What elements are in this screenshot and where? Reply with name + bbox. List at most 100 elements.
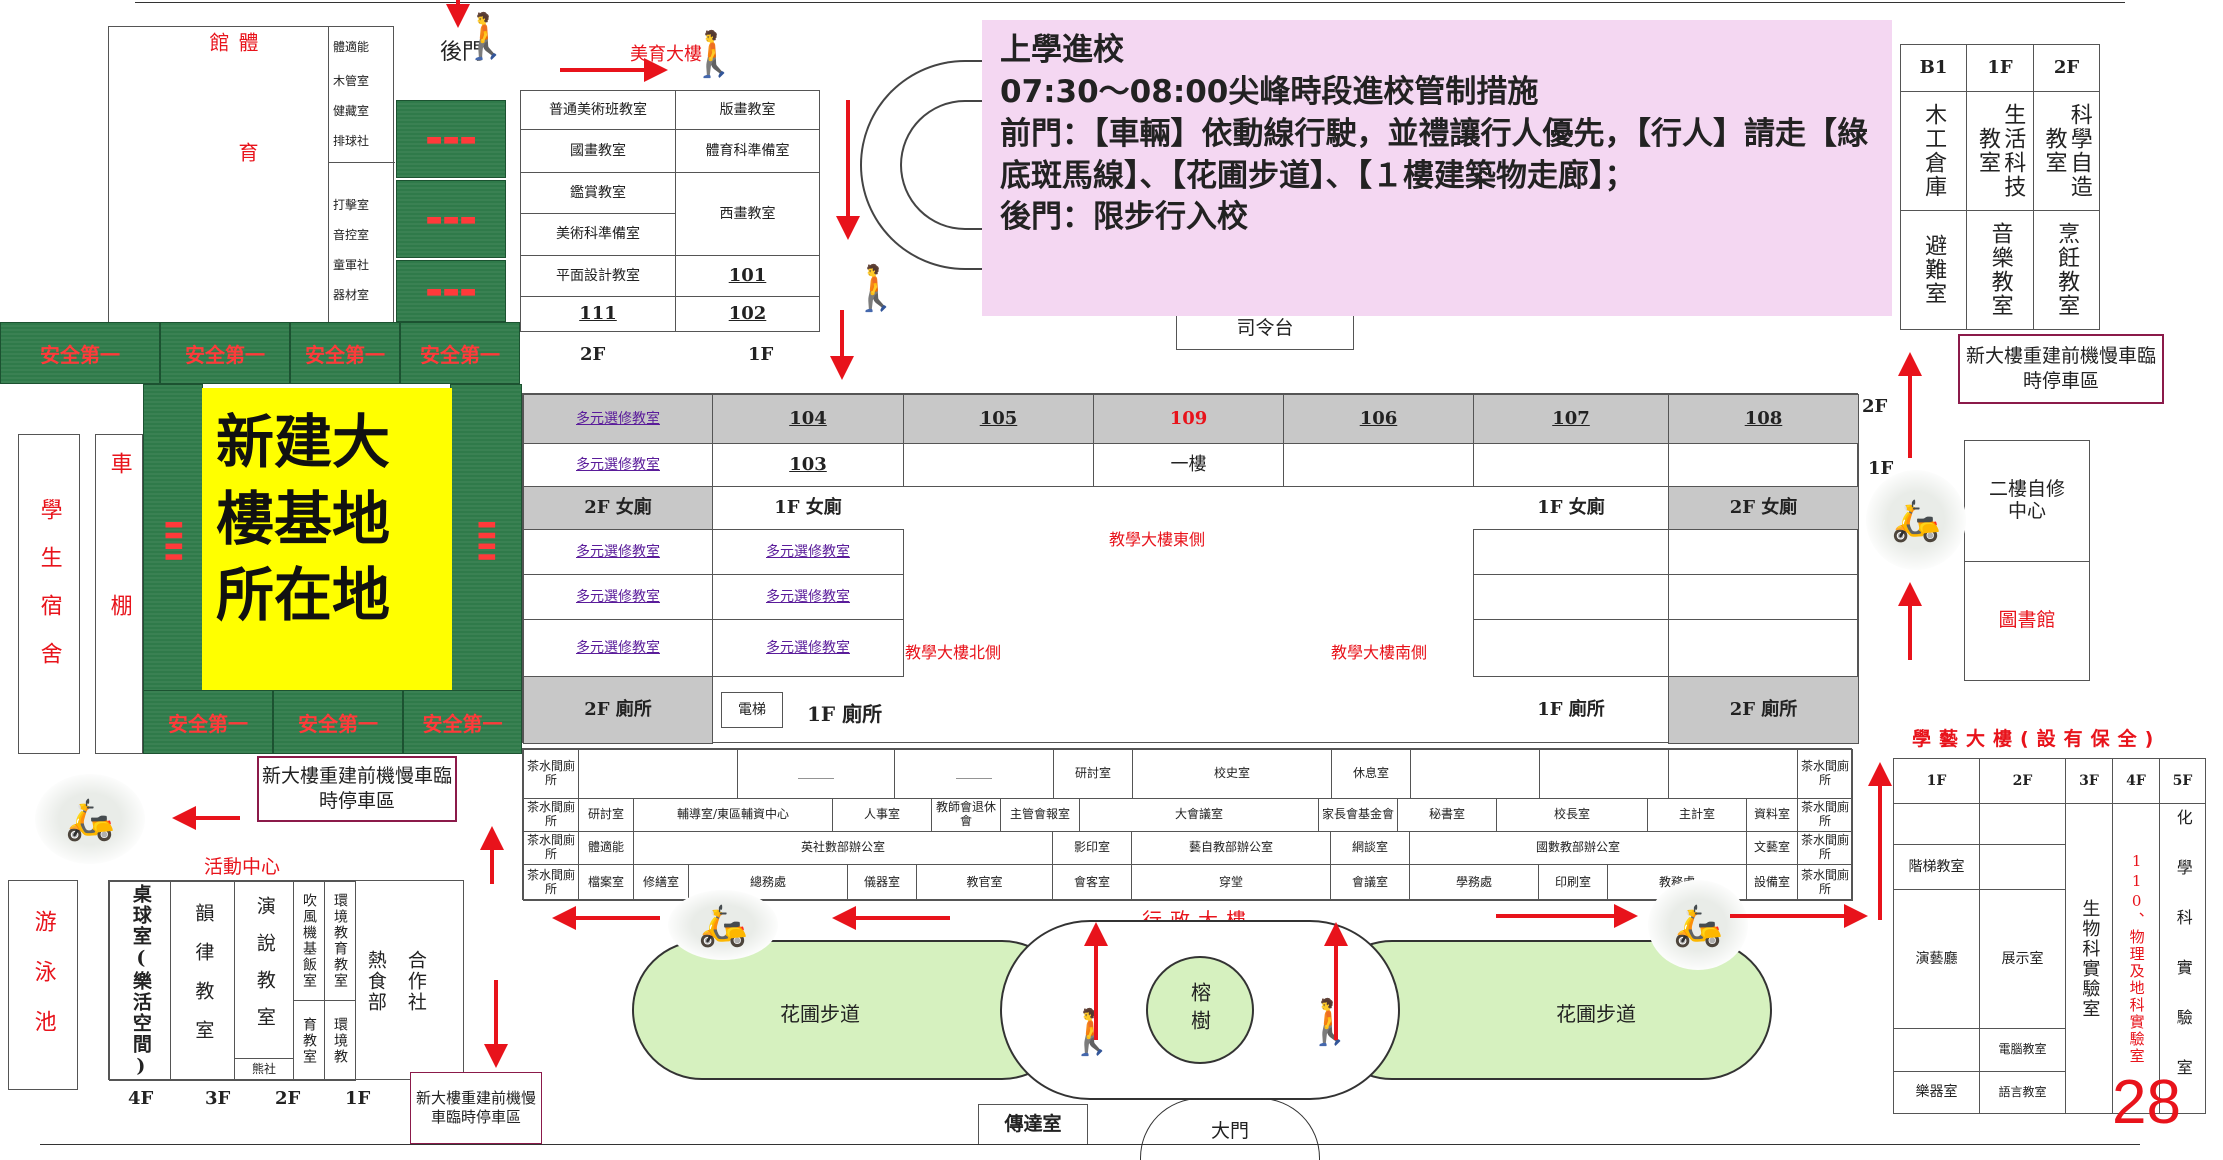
construction-fence: ▬▬▬ <box>396 260 506 322</box>
classroom: 109 <box>1093 394 1284 444</box>
right-room: 烹飪教室 <box>2033 210 2100 330</box>
page-number: 28 <box>2112 1068 2181 1137</box>
activity-room: 環境教 <box>324 1000 356 1081</box>
notice-line: 上學進校 <box>1000 32 1124 68</box>
activity-room: 合作社 <box>404 949 427 1013</box>
track-curve <box>860 60 1060 270</box>
safety-sign: 安全第一 <box>400 322 520 384</box>
safety-sign: 安全第一 <box>160 322 290 384</box>
construction-fence: ▬▬▬ <box>396 180 506 258</box>
art-floor-label: 1F <box>748 344 774 365</box>
back-gate-label: 後門 <box>440 40 485 65</box>
activity-center-name: 活動中心 <box>204 856 281 878</box>
guard-room: 傳達室 <box>978 1104 1088 1144</box>
safety-sign: 安全第一 <box>0 322 160 384</box>
activity-room: 熱食部 <box>364 949 387 1013</box>
garden-path-left-label: 花圃步道 <box>780 1002 860 1026</box>
gym-room: 打擊室 <box>333 198 370 212</box>
construction-fence: ▬▬▬ <box>396 100 506 178</box>
entry-notice: 上學進校 07:30～08:00尖峰時段進校管制措施 前門：【車輛】依動線行駛，… <box>982 20 1892 316</box>
tea-restroom: 茶水間廁所 <box>1797 864 1853 901</box>
scooter-icon: 🛵 <box>1648 880 1748 970</box>
wing-label-east: 教學大樓東側 <box>1109 530 1206 549</box>
xueyi-room-empty <box>1893 1028 1980 1072</box>
podium: 司令台 <box>1176 308 1354 350</box>
xueyi-building-title: 學藝大樓(設有保全) <box>1912 728 2162 750</box>
gym-room: 排球社 <box>333 134 370 148</box>
activity-floor-label: 4F <box>128 1088 154 1109</box>
safety-sign: 安全第一 <box>403 690 522 754</box>
pedestrian-icon: 🚶 <box>1064 1007 1120 1058</box>
notice-line: 前門：【車輛】依動線行駛，並禮讓行人優先，【行人】請走【綠底斑馬線】、【花圃步道… <box>1000 115 1868 194</box>
construction-fence: ▌▌▌▌ <box>143 384 203 704</box>
gym-room: 體適能 <box>333 40 370 54</box>
restroom-1f: 1F 廁所 <box>807 702 883 726</box>
tea-restroom: 茶水間廁所 <box>1797 831 1853 865</box>
scooter-icon: 🛵 <box>668 890 778 960</box>
safety-sign: 安全第一 <box>273 690 403 754</box>
pedestrian-icon: 🚶 <box>686 29 742 80</box>
right-room: 音樂教室 <box>1966 210 2034 330</box>
xueyi-building: 1F 2F 3F 4F 5F 階梯教室 演藝廳 展示室 電腦教室 樂器室 語言教… <box>1893 758 2206 1114</box>
gym-room: 音控室 <box>333 228 370 242</box>
scooter-icon: 🛵 <box>35 774 145 864</box>
pedestrian-icon: 🚶 <box>1302 997 1358 1048</box>
restroom-1f: 1F 廁所 <box>1537 698 1605 720</box>
banyan-label: 榕樹 <box>1187 982 1212 1038</box>
construction-site-label: 新建大樓基地所在地 <box>202 388 452 690</box>
safety-sign: 安全第一 <box>290 322 400 384</box>
library: 圖書館 <box>1964 561 2090 681</box>
track-curve-inner <box>900 100 1060 230</box>
garden-path-right-label: 花圃步道 <box>1556 1002 1636 1026</box>
temp-parking-note: 新大樓重建前機慢車臨時停車區 <box>410 1072 542 1144</box>
classroom: 104 <box>712 394 904 444</box>
notice-line: 07:30～08:00尖峰時段進校管制措施 <box>1000 73 1539 110</box>
bottom-boundary-line <box>40 1144 2140 1145</box>
elective-room: 多元選修教室 <box>712 619 904 677</box>
xueyi-room: 化學科實驗室 <box>2159 803 2206 1114</box>
pedestrian-icon: 🚶 <box>848 263 904 314</box>
admin-building: 茶水間廁所 ＿＿＿ ＿＿＿ 研討室 校史室 休息室 茶水間廁所 茶水間廁所 研討… <box>522 748 1853 901</box>
tea-restroom: 茶水間廁所 <box>1797 798 1853 832</box>
top-boundary-line <box>135 2 2125 3</box>
safety-sign: 安全第一 <box>143 690 273 754</box>
activity-floor-label: 3F <box>205 1088 231 1109</box>
temp-parking-note: 新大樓重建前機慢車臨時停車區 <box>257 756 457 822</box>
art-floor-label: 2F <box>580 344 606 365</box>
activity-floor-label: 1F <box>345 1088 371 1109</box>
swimming-pool: 游泳池 <box>8 880 78 1090</box>
construction-fence: ▌▌▌▌ <box>450 384 522 704</box>
elevator: 電梯 <box>721 692 783 728</box>
activity-floor-label: 2F <box>275 1088 301 1109</box>
gym-room: 器材室 <box>333 288 370 302</box>
womens-restroom-1f: 1F 女廁 <box>774 496 842 518</box>
art-building: 普通美術班教室 版畫教室 國畫教室 體育科準備室 鑑賞教室 西畫教室 美術科準備… <box>520 90 820 340</box>
classroom: 106 <box>1283 394 1474 444</box>
wing-label-north: 教學大樓北側 <box>905 643 1002 662</box>
womens-restroom-1f: 1F 女廁 <box>1537 496 1605 518</box>
floor-label-2f: 2F <box>1862 396 1888 417</box>
classroom: 108 <box>1668 394 1859 444</box>
student-dormitory: 學生宿舍 <box>18 434 80 754</box>
gym-building: 體育館 體適能 木管室 健藏室 排球社 打擊室 音控室 童軍社 器材室 <box>108 26 395 327</box>
right-block: B1 1F 2F 木工倉庫 避難室 生活科技教室 音樂教室 科學自造教室 烹飪教… <box>1900 44 2100 330</box>
teaching-building: 多元選修教室 104 105 109 106 107 108 多元選修教室 10… <box>522 393 1859 744</box>
classroom: 105 <box>903 394 1094 444</box>
wing-label-south: 教學大樓南側 <box>1331 643 1428 662</box>
notice-line: 後門：限步行入校 <box>1000 199 1248 236</box>
gym-room: 童軍社 <box>333 258 370 272</box>
restroom-2f: 2F 廁所 <box>523 676 713 744</box>
restroom-2f: 2F 廁所 <box>1668 676 1859 744</box>
gym-name: 體育館 <box>206 32 259 252</box>
garden-path-left <box>632 940 1072 1080</box>
banyan-tree: 榕樹 <box>1146 956 1254 1064</box>
gym-room: 木管室 <box>333 74 370 88</box>
bike-shed: 車棚 <box>95 434 143 754</box>
art-room: 102 <box>675 296 820 332</box>
gym-room: 健藏室 <box>333 104 370 118</box>
womens-restroom-2f: 2F 女廁 <box>523 486 713 530</box>
activity-center: 桌球室(樂活空間) 韻律教室 演說教室 熊社 吹風機基飯室 環境教育教室 育教室… <box>108 880 464 1081</box>
right-room: 木工倉庫 <box>1900 91 1967 211</box>
main-gate-label: 大門 <box>1210 1120 1249 1142</box>
